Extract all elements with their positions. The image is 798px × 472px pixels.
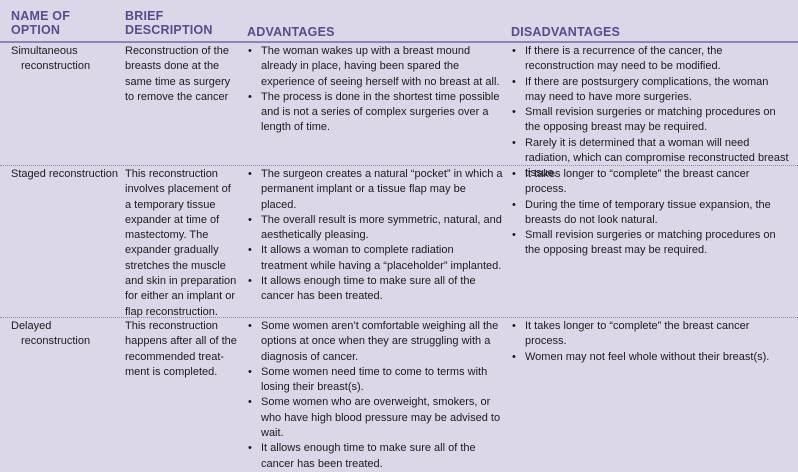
header-description: BRIEF DESCRIPTION xyxy=(125,9,213,37)
option-name: Simultaneous reconstruction xyxy=(11,45,91,73)
table-header: NAME OF OPTION BRIEF DESCRIPTION ADVANTA… xyxy=(0,0,798,43)
option-name: Delayed reconstruction xyxy=(11,320,91,348)
list-item: •If there are postsurgery complications,… xyxy=(512,75,769,103)
row-divider xyxy=(0,317,798,318)
list-item: •The surgeon creates a natural “pocket” … xyxy=(248,168,503,211)
list-item: •It allows enough time to make sure all … xyxy=(248,275,476,303)
list-item: •If there is a recurrence of the cancer,… xyxy=(512,45,723,73)
list-item: •The woman wakes up with a breast mound … xyxy=(248,45,500,88)
list-item: •Small revision surgeries or matching pr… xyxy=(512,229,776,257)
list-item: •Some women who are overweight, smokers,… xyxy=(248,396,501,440)
option-description: This reconstruction involves placement o… xyxy=(125,168,237,318)
list-item: •It allows a woman to complete radiation… xyxy=(248,244,502,272)
list-item: •The process is done in the shortest tim… xyxy=(248,90,500,134)
list-item: •It takes longer to “complete” the breas… xyxy=(512,320,750,348)
list-item: •Rarely it is determined that a woman wi… xyxy=(512,136,789,180)
list-item: •Small revision surgeries or matching pr… xyxy=(512,106,776,134)
header-option: NAME OF OPTION xyxy=(11,9,70,37)
list-item: •Some women need time to come to terms w… xyxy=(248,365,488,394)
list-item: •Women may not feel whole without their … xyxy=(512,350,770,363)
list-item: •The overall result is more symmetric, n… xyxy=(248,213,502,242)
header-description-line2: DESCRIPTION xyxy=(125,23,213,37)
header-advantages: ADVANTAGES xyxy=(247,25,335,39)
disadvantages-list: •It takes longer to “complete” the breas… xyxy=(511,167,789,259)
header-option-line1: NAME OF xyxy=(11,9,71,23)
advantages-list: •The surgeon creates a natural “pocket” … xyxy=(247,167,503,305)
disadvantages-list: •It takes longer to “complete” the breas… xyxy=(511,319,789,365)
advantages-list: •Some women aren’t comfortable weighing … xyxy=(247,319,503,472)
row-divider xyxy=(0,165,798,166)
option-description: This reconstruction hap­pens after all o… xyxy=(125,320,237,378)
list-item: •During the time of temporary tissue exp… xyxy=(512,198,771,226)
option-description: Reconstruction of the breasts done at th… xyxy=(125,45,231,103)
list-item: •Some women aren’t comfortable weighing … xyxy=(248,320,499,363)
list-item: •It takes longer to “complete” the breas… xyxy=(512,168,750,196)
advantages-list: •The woman wakes up with a breast mound … xyxy=(247,44,503,136)
header-disadvantages: DISADVANTAGES xyxy=(511,25,621,39)
header-option-line2: OPTION xyxy=(11,23,61,37)
disadvantages-list: •If there is a recurrence of the cancer,… xyxy=(511,44,789,182)
list-item: •It allows enough time to make sure all … xyxy=(248,442,476,470)
option-name: Staged reconstruction xyxy=(11,168,119,180)
header-description-line1: BRIEF xyxy=(125,9,164,23)
